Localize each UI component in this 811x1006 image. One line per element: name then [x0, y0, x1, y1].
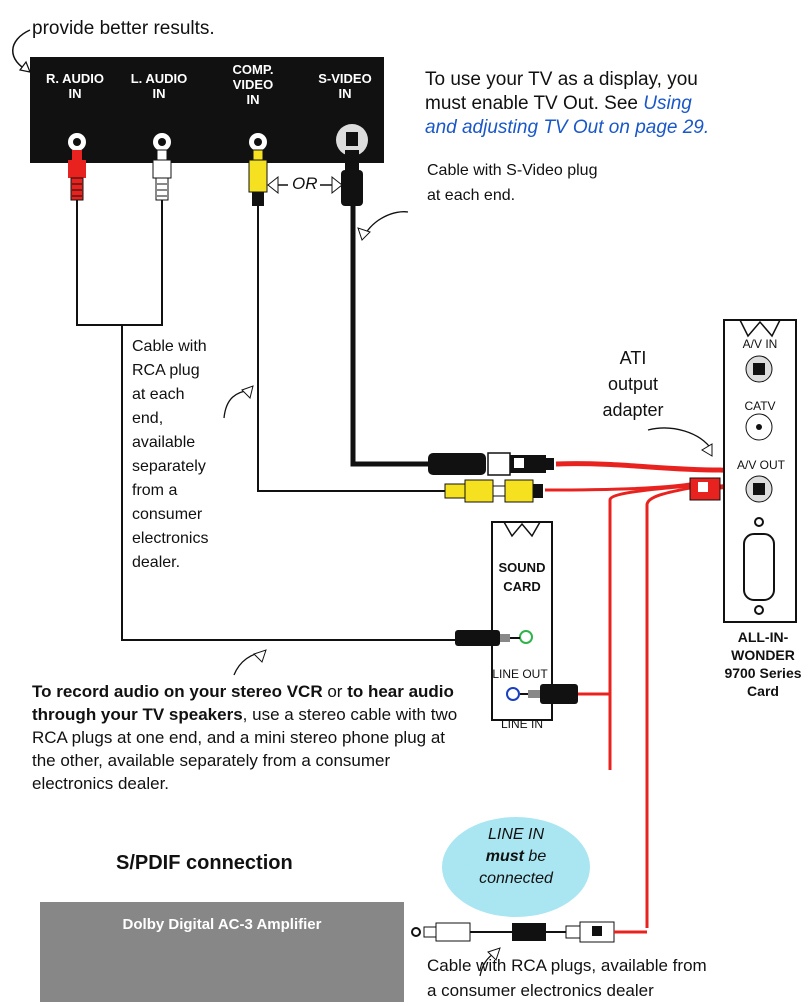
line-in-callout-text: LINE IN must be connected [479, 826, 553, 887]
line-in-callout [442, 817, 590, 917]
av-out-port-icon [745, 475, 773, 503]
s-video-connector-icon [428, 453, 486, 475]
dolby-amplifier-box [40, 902, 404, 1002]
white-rca-plug-icon [152, 149, 172, 201]
r-audio-jack-icon [68, 133, 86, 151]
l-audio-jack-icon [153, 133, 171, 151]
spdif-jack-icon [411, 927, 421, 937]
av-in-label: A/V IN [742, 337, 778, 351]
or-label: OR [292, 174, 318, 193]
aiw-card-outline [723, 319, 797, 623]
comp-video-jack-icon [249, 133, 267, 151]
tv-out-link[interactable]: Using [643, 93, 692, 114]
catv-label: CATV [744, 399, 776, 413]
line-in-label: LINE IN [500, 717, 543, 731]
line-out-label: LINE OUT [492, 667, 548, 681]
dolby-amplifier-label: Dolby Digital AC-3 Amplifier [122, 916, 322, 933]
tv-back-panel [30, 57, 384, 163]
record-note: To record audio on your stereo VCR or to… [32, 682, 458, 793]
catv-port-icon [745, 413, 773, 441]
sound-card-outline [491, 521, 553, 721]
dvi-port-icon [743, 533, 775, 601]
av-in-port-icon [745, 355, 773, 383]
aiw-card-name: ALL-IN- WONDER 9700 Series Card [724, 629, 802, 699]
yellow-rca-plug-icon [248, 149, 268, 206]
line-in-jack-icon [506, 687, 520, 701]
tv-out-link-cont[interactable]: and adjusting TV Out on page 29. [425, 117, 710, 138]
tv-out-note: To use your TV as a display, you must en… [425, 69, 710, 138]
s-video-plug-icon [341, 150, 363, 206]
av-out-label: A/V OUT [736, 458, 785, 472]
spdif-heading: S/PDIF connection [116, 852, 293, 874]
line-out-jack-icon [519, 630, 533, 644]
s-video-jack-icon [336, 124, 368, 156]
mini-plug-icon [455, 630, 500, 646]
red-rca-plug-icon [68, 150, 86, 201]
rca-cable-note: Cable with RCA plug at each end, availab… [132, 338, 209, 571]
intro-text: provide better results. [32, 18, 215, 39]
